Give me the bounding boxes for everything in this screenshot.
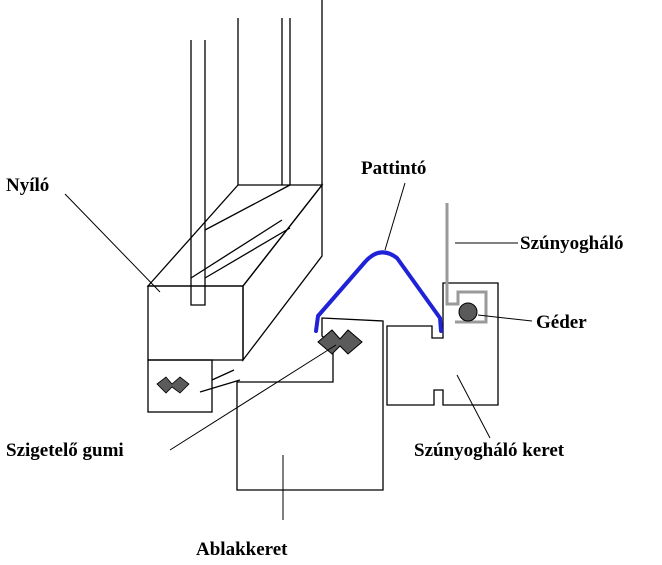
label-szunyoghalo-keret: Szúnyogháló keret bbox=[414, 440, 565, 461]
szigetelo-gumi-gasket bbox=[317, 329, 363, 355]
leader-szunyoghalo-keret bbox=[456, 374, 491, 439]
leader-pattinto bbox=[384, 182, 406, 251]
szunyoghalo-keret-profile bbox=[386, 282, 499, 406]
geder-cord bbox=[458, 302, 478, 322]
leader-nyilo bbox=[64, 193, 161, 293]
sash-group bbox=[146, 0, 324, 413]
label-ablakkeret: Ablakkeret bbox=[196, 539, 288, 560]
label-geder: Géder bbox=[536, 312, 587, 333]
label-pattinto: Pattintó bbox=[361, 158, 426, 179]
ablakkeret-profile bbox=[236, 317, 384, 491]
leader-geder bbox=[477, 314, 533, 322]
szunyoghalo-net bbox=[445, 203, 488, 324]
leader-szigetelo-gumi bbox=[169, 344, 337, 451]
label-szigetelo-gumi: Szigetelő gumi bbox=[6, 440, 124, 461]
sash-top-face bbox=[146, 184, 324, 287]
label-nyilo: Nyíló bbox=[6, 175, 49, 196]
sash-block bbox=[147, 285, 244, 361]
sash-lower-part bbox=[147, 359, 213, 413]
label-szunyoghalo: Szúnyogháló bbox=[520, 233, 623, 254]
pattinto-clip bbox=[314, 250, 443, 333]
sash-side-face bbox=[242, 183, 323, 362]
sash-gasket bbox=[156, 376, 190, 394]
